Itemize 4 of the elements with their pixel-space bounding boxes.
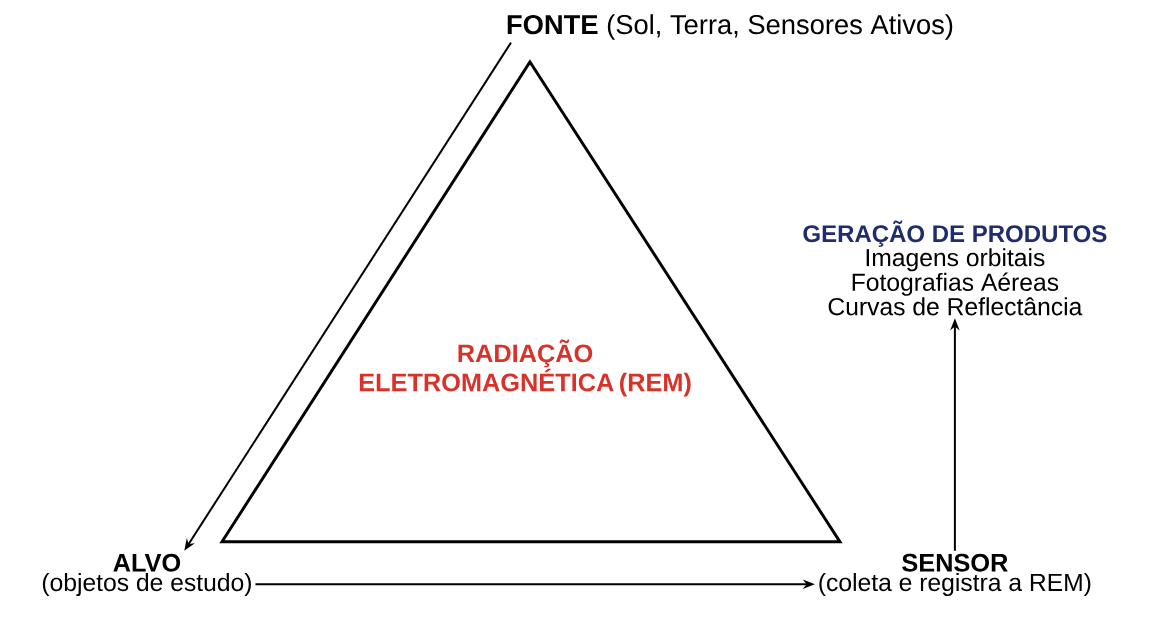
target-label: ALVO (objetos de estudo) — [42, 553, 251, 597]
source-label: FONTE (Sol, Terra, Sensores Ativos) — [507, 14, 953, 40]
products-label: GERAÇÃO DE PRODUTOS Imagens orbitais Fotografias Aéreas Curvas de Reflectância — [803, 220, 1107, 316]
sensor-label: SENSOR (coleta e registra a REM) — [819, 553, 1091, 597]
